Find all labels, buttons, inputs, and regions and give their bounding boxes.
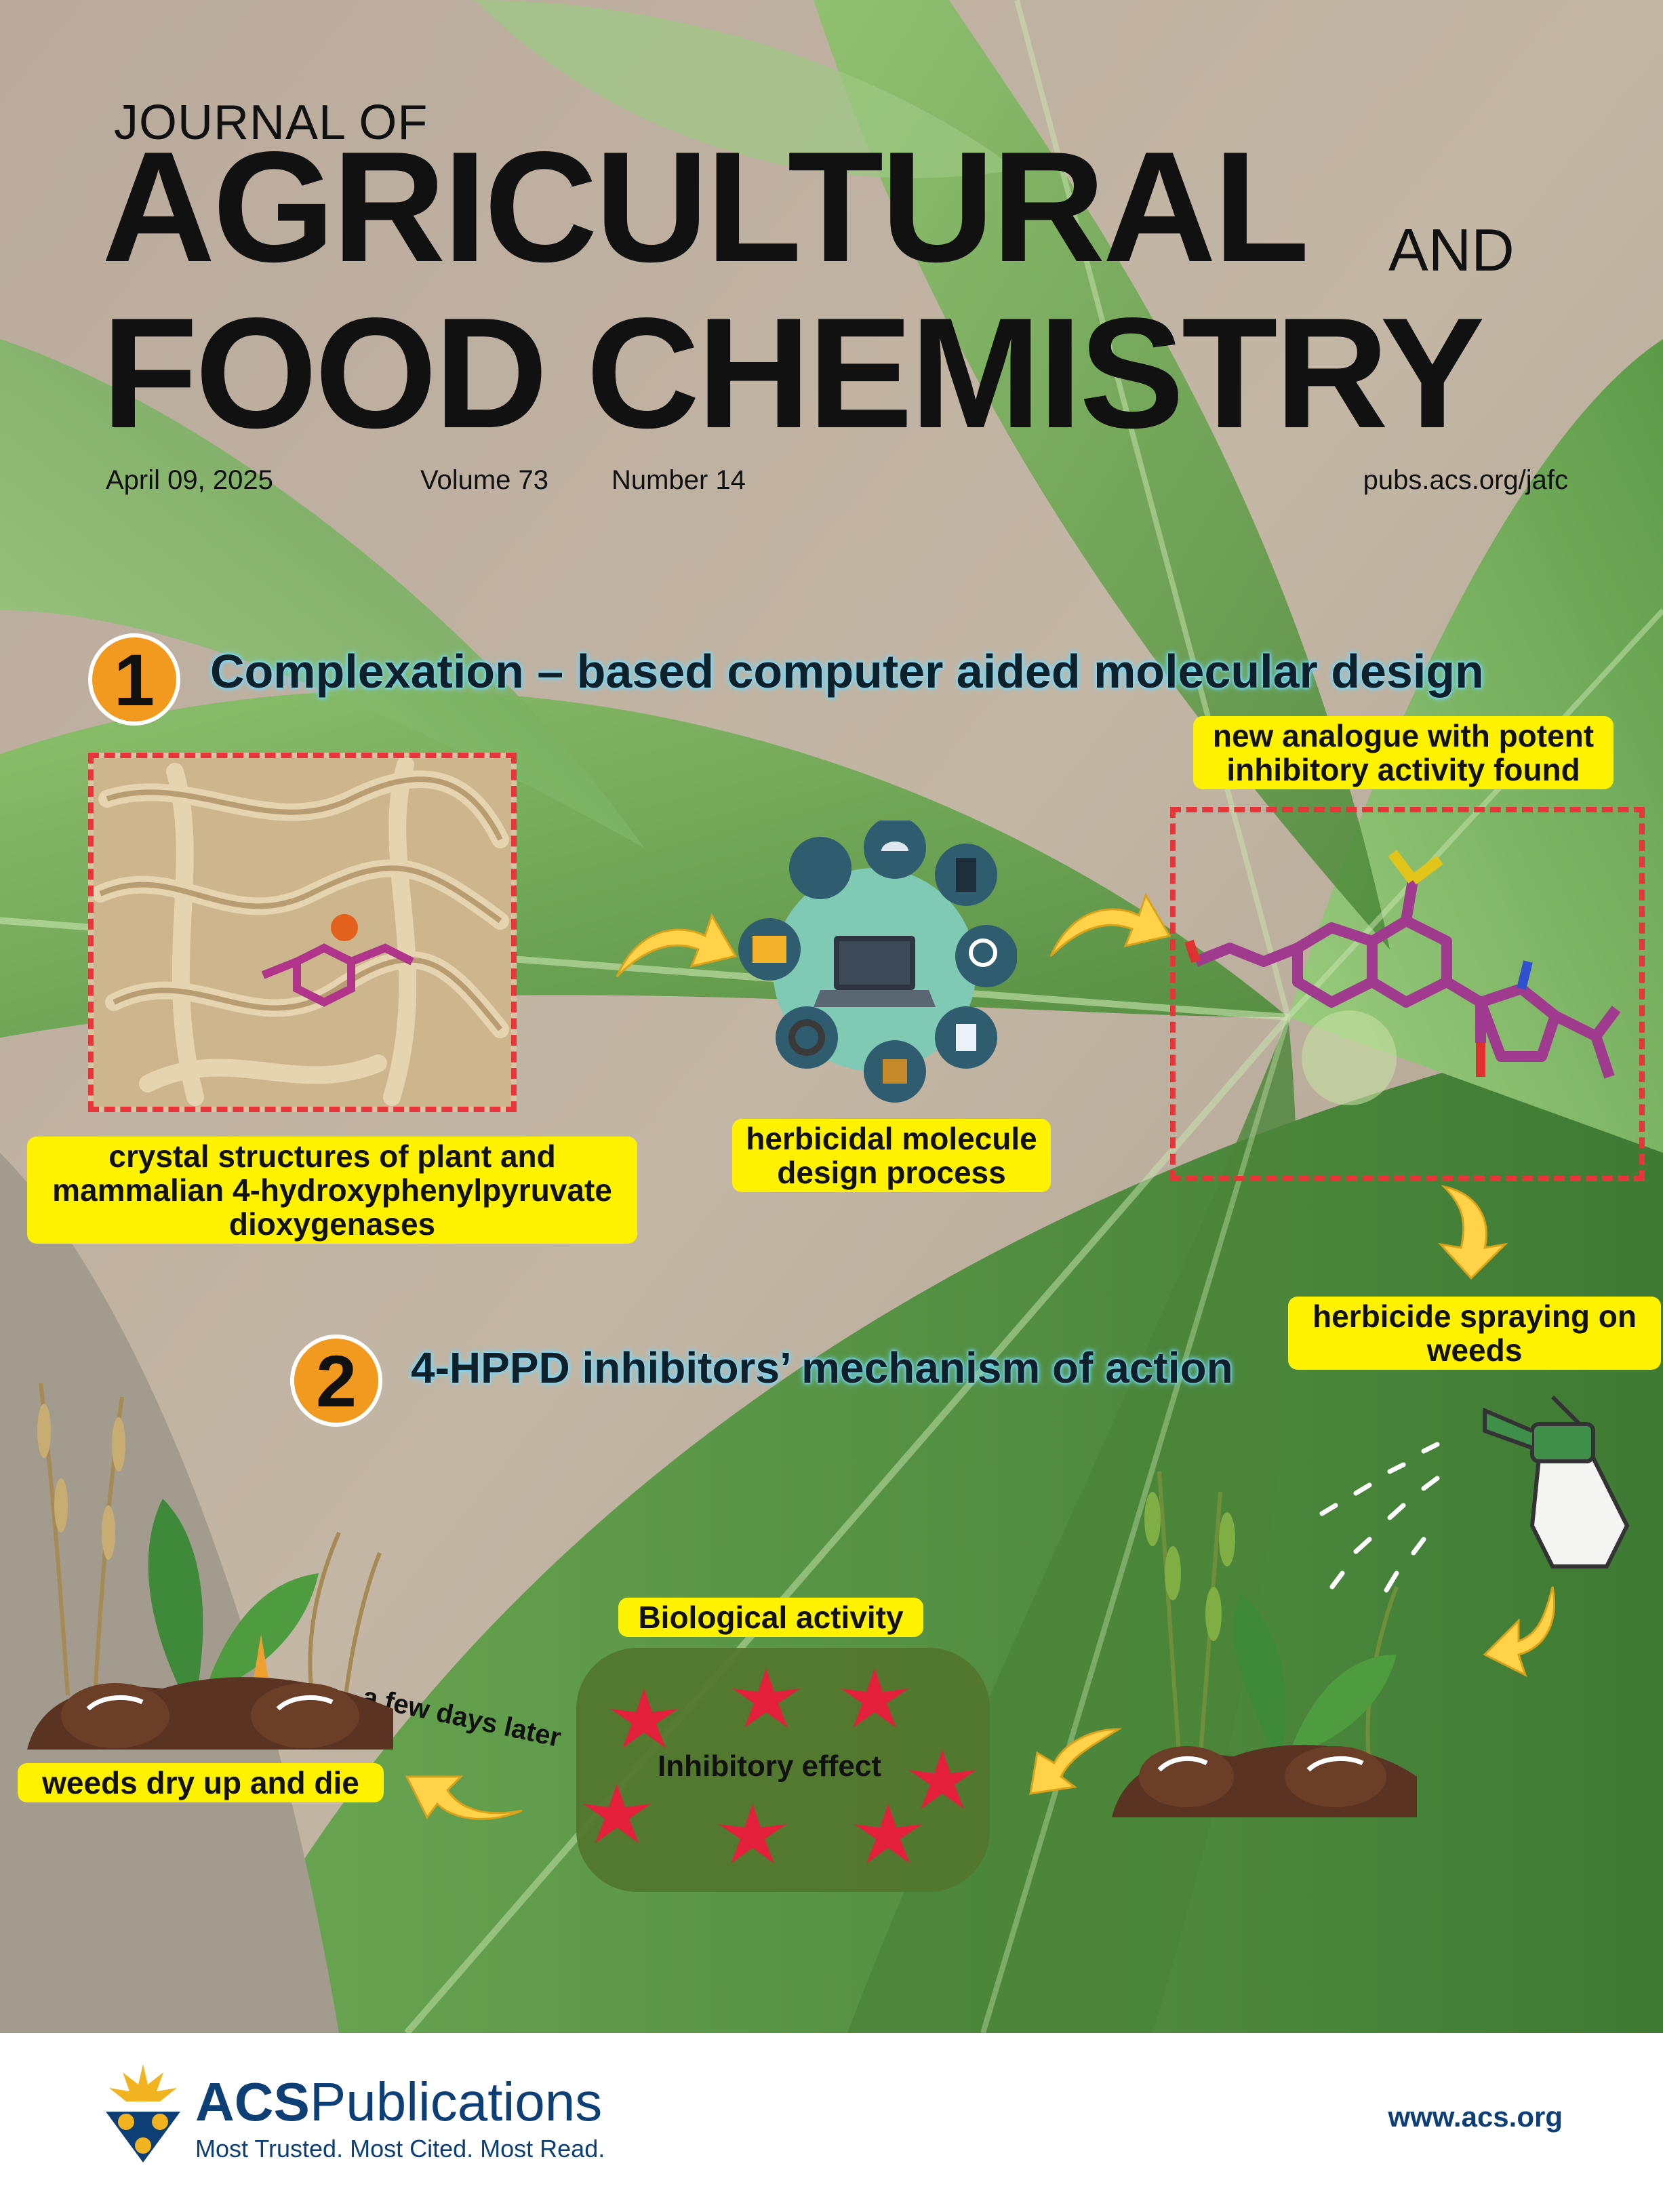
acs-publications-wordmark[interactable]: ACSPublications <box>195 2071 602 2133</box>
acs-wordmark-publications: Publications <box>309 2072 603 2132</box>
protein-ribbon-icon <box>92 756 511 1107</box>
publisher-footer: ACSPublications Most Trusted. Most Cited… <box>0 2033 1663 2212</box>
step-1-title: Complexation – based computer aided mole… <box>210 645 1484 698</box>
journal-url: pubs.acs.org/jafc <box>1363 465 1568 495</box>
journal-title-agricultural: AGRICULTURAL <box>102 119 1310 295</box>
arrow-left-2-icon <box>405 1775 523 1820</box>
arrow-left-1-icon <box>1029 1728 1123 1795</box>
step-1-badge: 1 <box>88 633 180 726</box>
spray-mist-icon <box>1319 1442 1440 1593</box>
dying-weeds-icon <box>27 1383 393 1750</box>
label-design-process: herbicidal molecule design process <box>732 1119 1051 1192</box>
step-2-badge: 2 <box>290 1335 382 1427</box>
step-2-title: 4-HPPD inhibitors’ mechanism of action <box>411 1343 1233 1392</box>
issue-date: April 09, 2025 <box>106 465 273 495</box>
issue-number: Number 14 <box>612 465 746 495</box>
label-crystal-structures: crystal structures of plant and mammalia… <box>27 1137 637 1244</box>
label-herbicide-spraying: herbicide spraying on weeds <box>1288 1297 1661 1370</box>
acs-tagline: Most Trusted. Most Cited. Most Read. <box>195 2135 605 2162</box>
inhibitory-effect-box <box>576 1648 990 1892</box>
acs-wordmark-acs: ACS <box>195 2072 310 2132</box>
cover-image: JOURNAL OF AGRICULTURAL AND FOOD CHEMIST… <box>0 0 1663 2033</box>
molecule-structure-icon <box>1184 850 1621 1079</box>
crystal-structure-panel <box>88 753 517 1112</box>
journal-title-food-chemistry: FOOD CHEMISTRY <box>102 285 1485 461</box>
journal-of-text: JOURNAL OF <box>114 96 428 150</box>
arrow-right-2-icon <box>1049 892 1171 957</box>
acs-url-link[interactable]: www.acs.org <box>1388 2101 1563 2133</box>
label-weeds-dry-up: weeds dry up and die <box>18 1763 384 1802</box>
arrow-down-2-icon <box>1483 1586 1556 1677</box>
journal-title-and: AND <box>1388 216 1515 283</box>
issue-volume: Volume 73 <box>420 465 549 495</box>
acs-logo-icon <box>106 2064 180 2162</box>
label-biological-activity: Biological activity <box>618 1598 923 1637</box>
healthy-weeds-icon <box>1112 1471 1417 1817</box>
arrow-down-1-icon <box>1438 1185 1508 1280</box>
analogue-molecule-panel <box>1170 807 1645 1181</box>
arrow-right-1-icon <box>616 913 738 978</box>
spray-bottle-icon <box>1483 1395 1630 1568</box>
computer-design-hub-icon <box>738 821 1017 1103</box>
label-new-analogue: new analogue with potent inhibitory acti… <box>1193 716 1614 789</box>
inhibitory-effect-label: Inhibitory effect <box>658 1750 882 1783</box>
